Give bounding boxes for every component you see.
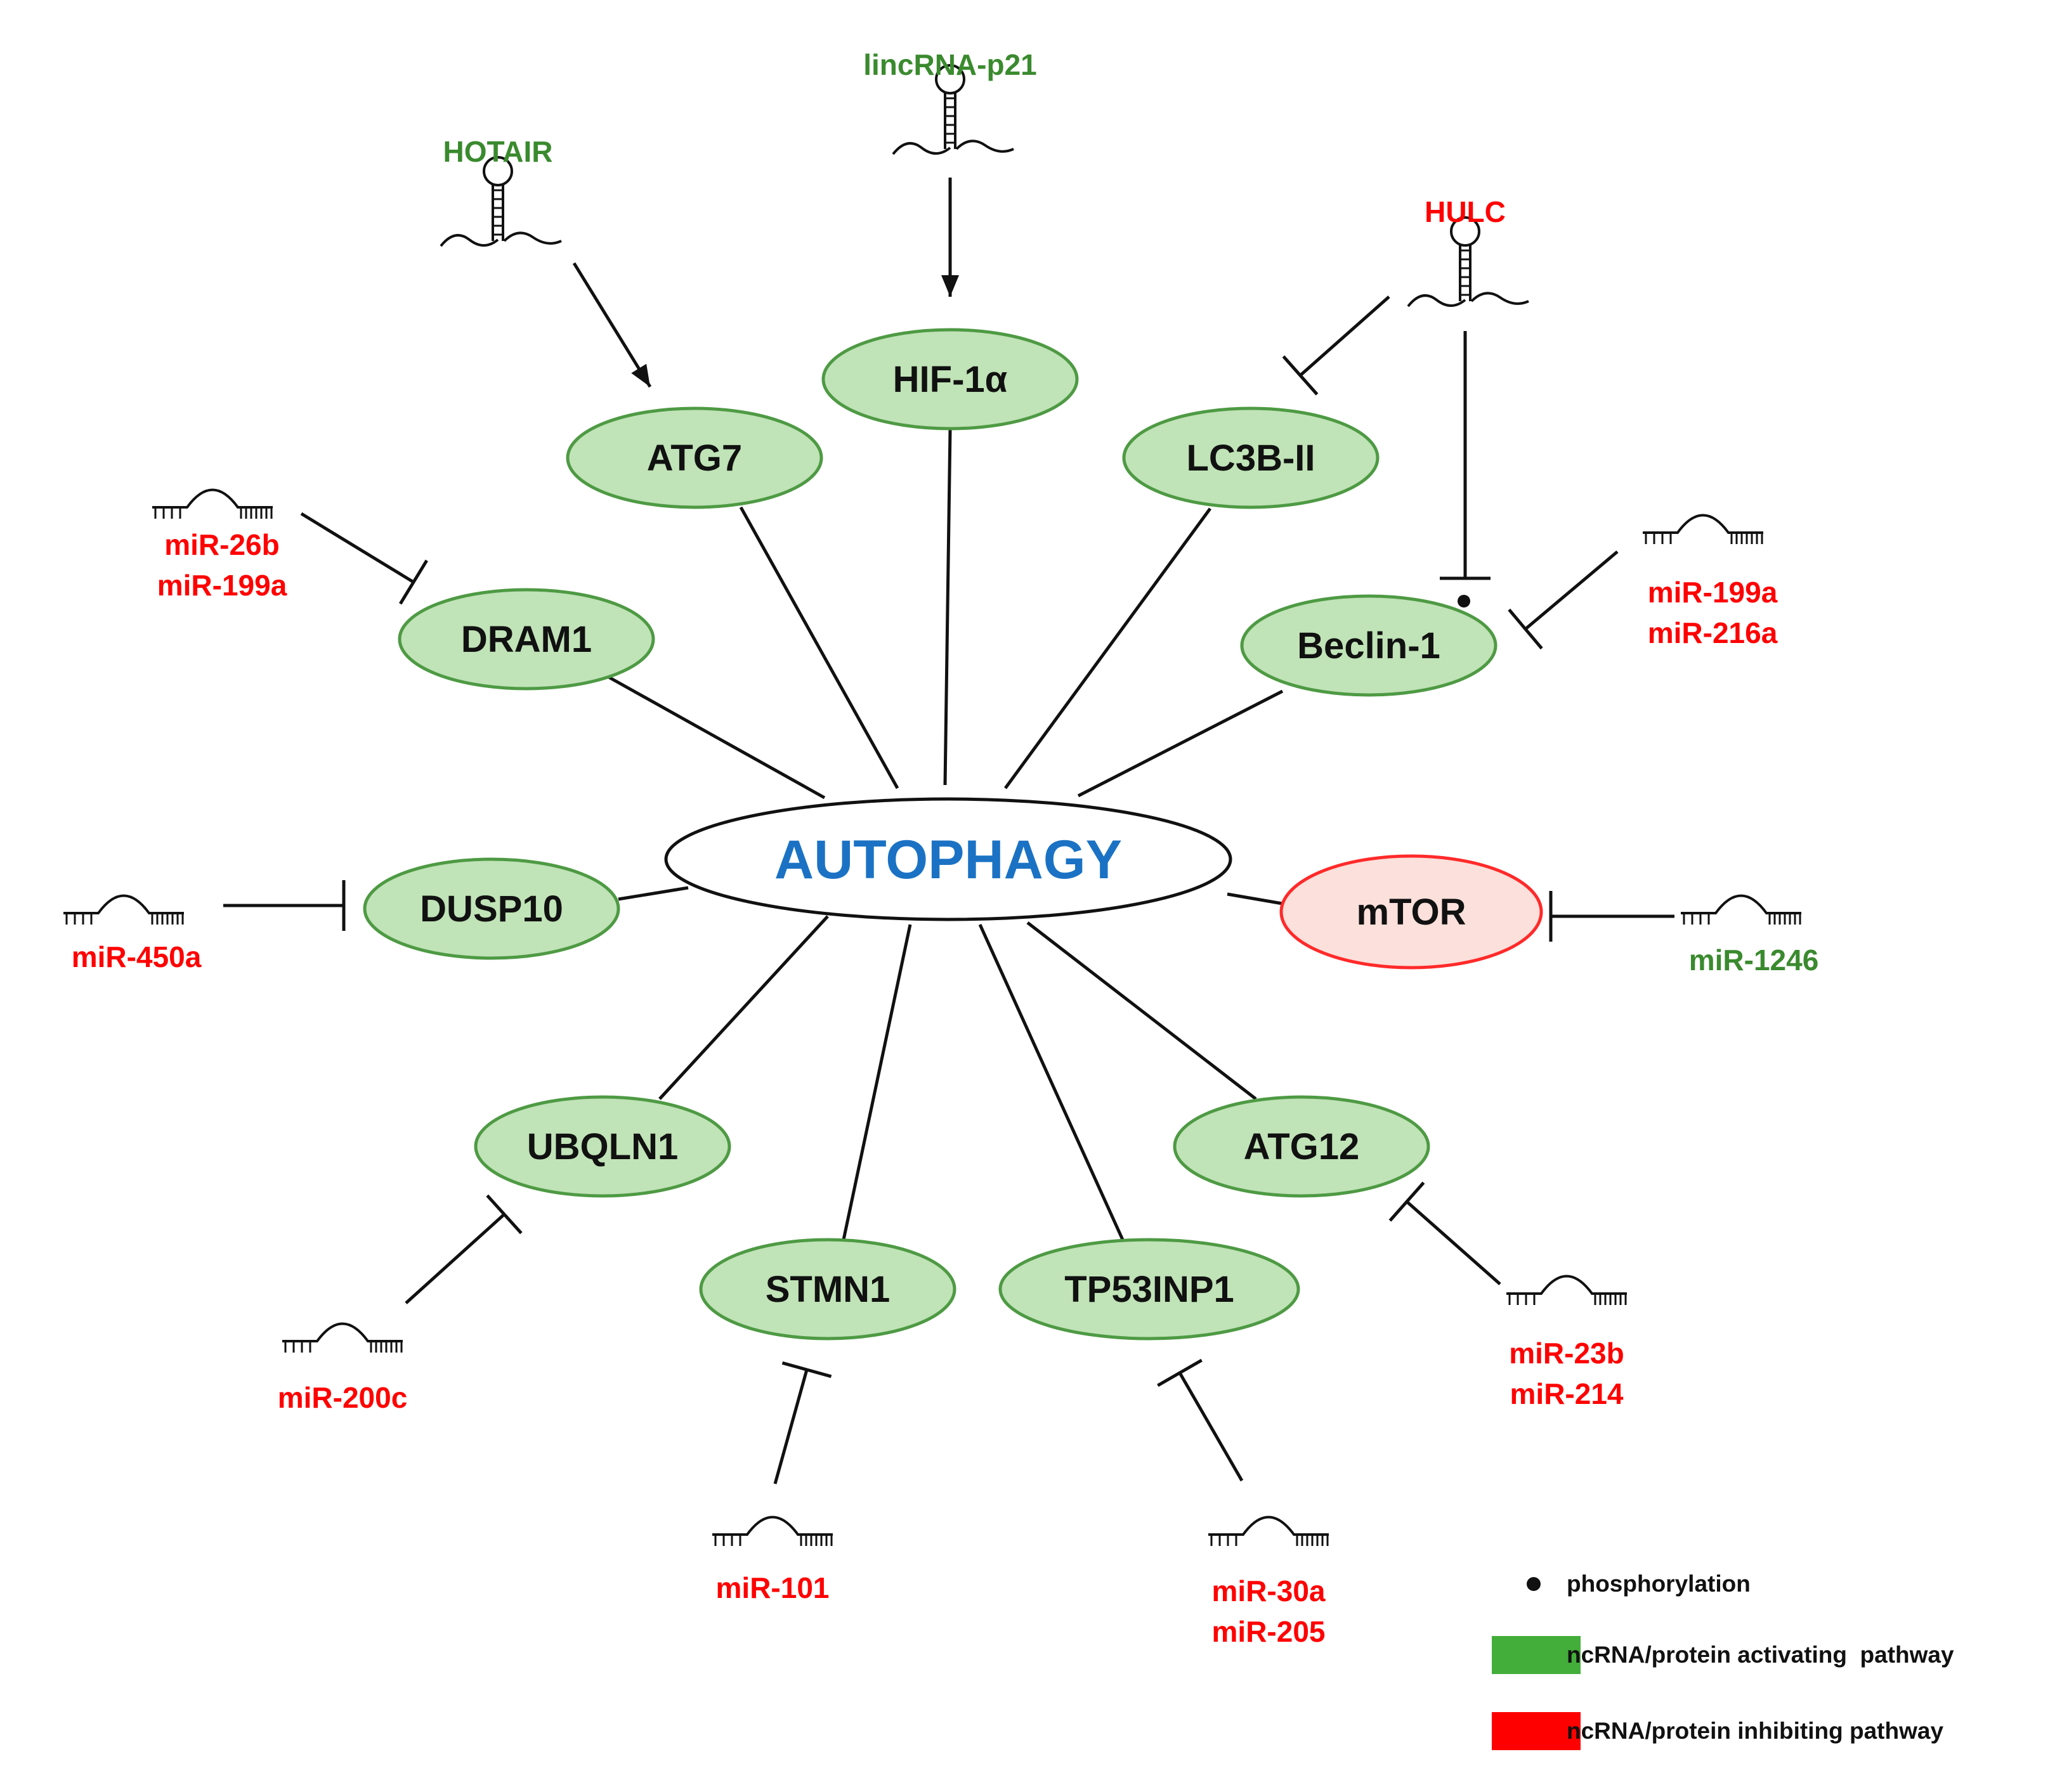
node-label: TP53INP1 [1064, 1269, 1234, 1310]
edge-mir23b [1406, 1200, 1501, 1285]
node-tp53inp1: TP53INP1 [998, 1238, 1300, 1341]
inhibition-bar-mir200c [486, 1194, 523, 1235]
spoke-atg12 [1026, 921, 1257, 1100]
regulator-mir26b: miR-26b miR-199a [152, 488, 287, 602]
regulator-label: miR-205 [1212, 1615, 1326, 1648]
mirna-icon [712, 1516, 833, 1546]
lncrna-hairpin-icon [1407, 216, 1529, 308]
regulator-mir199a: miR-199a miR-216a [1643, 514, 1778, 649]
legend: phosphorylation ncRNA/protein activating … [1492, 1571, 1954, 1750]
regulator-label: miR-26b [164, 528, 279, 561]
node-ubqln1: UBQLN1 [474, 1095, 731, 1198]
node-label: STMN1 [766, 1269, 891, 1310]
node-label: ATG12 [1244, 1126, 1360, 1167]
regulator-label: miR-23b [1509, 1337, 1624, 1370]
spoke-mtor [1227, 892, 1283, 906]
regulator-hotair: HOTAIR [440, 135, 562, 247]
arrowhead-lincrna [941, 275, 959, 297]
node-dusp10: DUSP10 [363, 857, 620, 960]
node-label: UBQLN1 [527, 1126, 678, 1167]
activating-legend-swatch [1492, 1636, 1581, 1674]
regulator-label: miR-1246 [1689, 944, 1819, 977]
node-mtor: mTOR [1279, 854, 1543, 970]
inhibition-bar-hulc-lc3b [1282, 355, 1319, 396]
node-lc3b: LC3B-II [1122, 406, 1380, 509]
inhibition-bar-mir101 [781, 1361, 832, 1379]
node-stmn1: STMN1 [699, 1238, 956, 1341]
node-atg12: ATG12 [1173, 1095, 1430, 1198]
node-dram1: DRAM1 [398, 588, 655, 691]
edge-hotair [572, 262, 652, 388]
spoke-dram1 [608, 675, 826, 800]
spoke-dusp10 [618, 886, 689, 901]
regulator-label: miR-450a [72, 940, 202, 973]
center-label: AUTOPHAGY [774, 829, 1122, 890]
inhibiting-legend-swatch [1492, 1712, 1581, 1750]
regulator-label: miR-30a [1212, 1574, 1326, 1607]
mirna-icon [1506, 1275, 1627, 1305]
mirna-icon [1681, 894, 1801, 925]
regulator-label: miR-214 [1510, 1377, 1624, 1410]
inhibition-bar-mir26b [399, 559, 428, 605]
inhibition-bar-mir30a [1157, 1358, 1203, 1387]
legend-label: phosphorylation [1567, 1571, 1751, 1597]
node-label: HIF-1α [893, 359, 1008, 400]
regulator-mir23b: miR-23b miR-214 [1506, 1275, 1627, 1410]
edge-mir101 [773, 1369, 809, 1484]
node-label: Beclin-1 [1297, 625, 1440, 666]
regulator-mir450a: miR-450a [63, 894, 202, 973]
mirna-icon [152, 488, 273, 519]
spoke-lc3b [1003, 507, 1212, 789]
regulator-mir1246: miR-1246 [1681, 894, 1819, 977]
mirna-icon [63, 894, 184, 925]
legend-label: ncRNA/protein activating pathway [1567, 1642, 1954, 1668]
spoke-beclin1 [1077, 689, 1284, 798]
regulator-mir101: miR-101 [712, 1516, 833, 1604]
lncrna-hairpin-icon [892, 64, 1014, 155]
edge-mir199a [1524, 550, 1619, 630]
regulator-label: miR-216a [1648, 616, 1778, 649]
regulator-label: miR-199a [1648, 576, 1778, 609]
regulator-hulc: HULC [1407, 195, 1529, 308]
phosphorylation-dot [1458, 595, 1470, 607]
node-label: ATG7 [647, 438, 742, 479]
lncrna-hairpin-icon [440, 156, 562, 247]
legend-label: ncRNA/protein inhibiting pathway [1567, 1718, 1943, 1744]
node-label: LC3B-II [1187, 438, 1315, 479]
regulator-label: HULC [1425, 195, 1506, 228]
regulator-mir200c: miR-200c [278, 1322, 408, 1414]
spoke-tp53inp1 [978, 923, 1125, 1241]
node-beclin1: Beclin-1 [1240, 594, 1498, 697]
mirna-icon [1643, 514, 1763, 544]
mirna-icon [1208, 1516, 1329, 1546]
regulator-mir30a: miR-30a miR-205 [1208, 1516, 1329, 1648]
center-node: AUTOPHAGY [664, 797, 1232, 921]
node-label: DRAM1 [461, 619, 592, 660]
regulator-label: miR-101 [716, 1571, 830, 1604]
node-label: DUSP10 [420, 888, 563, 930]
regulator-label: miR-199a [157, 569, 287, 602]
node-atg7: ATG7 [566, 406, 823, 509]
node-hif1a: HIF-1α [821, 328, 1079, 431]
inhibition-bar-mir199a [1508, 608, 1543, 650]
regulator-label: miR-200c [278, 1381, 408, 1414]
arrowhead-hotair [631, 363, 650, 387]
spoke-stmn1 [842, 924, 912, 1240]
mirna-icon [282, 1322, 403, 1353]
spoke-atg7 [739, 506, 899, 789]
edge-hulc-lc3b [1299, 295, 1390, 377]
edge-mir30a [1178, 1372, 1244, 1482]
phosphorylation-legend-dot [1527, 1577, 1541, 1591]
node-label: mTOR [1357, 892, 1466, 933]
spoke-ubqln1 [658, 915, 829, 1100]
spoke-hif1a [943, 429, 952, 786]
regulator-label: lincRNA-p21 [863, 48, 1036, 81]
inhibition-bar-mir23b [1388, 1181, 1425, 1222]
edge-mir200c [405, 1213, 506, 1304]
edge-mir26b [300, 512, 415, 584]
regulator-label: HOTAIR [443, 135, 553, 168]
regulator-lincrna: lincRNA-p21 [863, 48, 1037, 155]
